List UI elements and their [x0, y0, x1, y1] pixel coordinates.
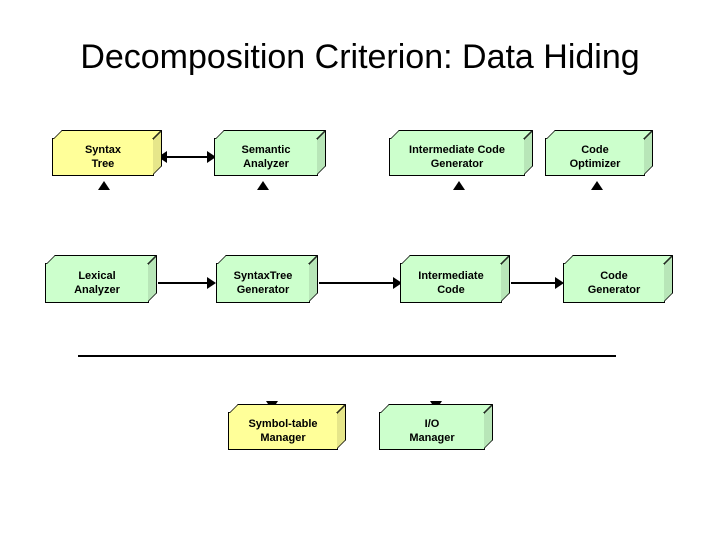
connector-syntaxtree-generator-bus-drop	[0, 264, 2, 318]
connector-lexical-analyzer-bus-drop	[0, 210, 2, 264]
connector-lexical-to-syntaxtree-generator	[158, 282, 210, 284]
arrowhead-code-generator-left	[555, 277, 564, 289]
arrowhead-to-syntax-tree	[158, 151, 167, 163]
connector-intermediate-code-to-code-generator	[511, 282, 557, 284]
connector-syntax-tree-semantic-analyzer	[166, 156, 210, 158]
shared-bus-line	[78, 355, 616, 357]
arrowhead-semantic-analyzer-bottom	[257, 181, 269, 190]
connector-riser-to-code-optimizer	[0, 180, 2, 210]
page-title: Decomposition Criterion: Data Hiding	[80, 38, 640, 76]
connector-code-generator-bus-drop	[0, 372, 2, 426]
connector-intermediate-code-bus-drop	[0, 318, 2, 372]
arrowhead-intermediate-code-left	[393, 277, 402, 289]
arrowhead-to-semantic-analyzer	[207, 151, 216, 163]
arrowhead-code-optimizer-bottom	[591, 181, 603, 190]
connector-syntaxtree-generator-to-intermediate-code	[319, 282, 394, 284]
arrowhead-syntax-tree-bottom	[98, 181, 110, 190]
connector-riser-to-syntax-tree	[0, 75, 2, 105]
connector-intcode-to-intcode-generator	[0, 105, 2, 178]
connector-bus-to-symbol-table-manager	[0, 426, 2, 472]
arrowhead-intermediate-code-generator-bottom	[453, 181, 465, 190]
connector-bus-to-io-manager	[0, 472, 2, 518]
arrowhead-syntaxtree-generator-left	[207, 277, 216, 289]
connector-branch-to-code-optimizer	[0, 178, 140, 180]
